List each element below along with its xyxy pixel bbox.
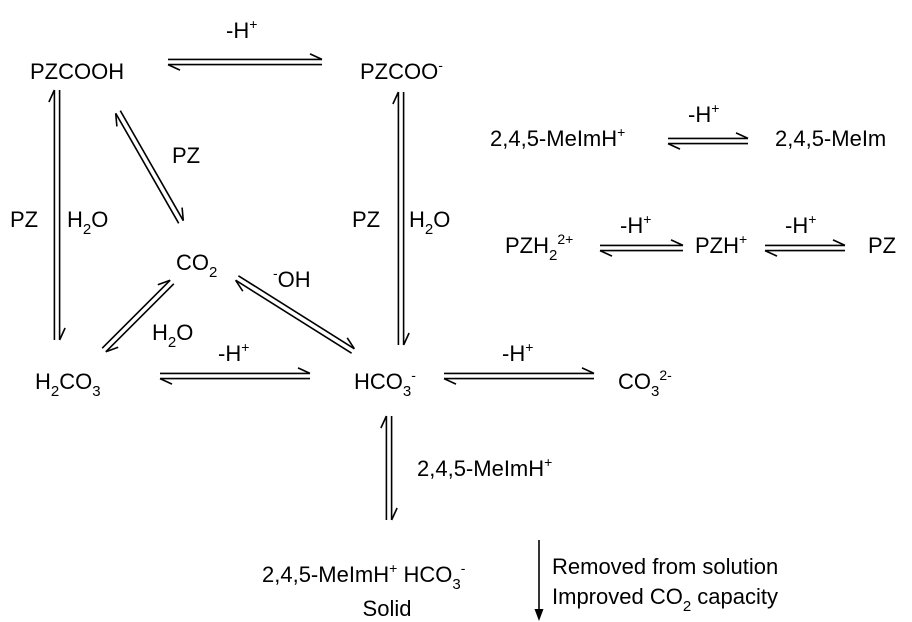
label-minus-h-side2: -H+ <box>620 211 651 238</box>
side-meim-base: 2,4,5-MeIm <box>775 126 886 151</box>
label-pz-left: PZ <box>10 207 38 232</box>
label-minus-h-top: -H+ <box>226 16 257 43</box>
side-pzh: PZH+ <box>695 231 747 258</box>
eq-arrow-pzcooh-pzcoo <box>167 53 323 71</box>
side-pz: PZ <box>868 233 896 258</box>
label-h2o-diagonal: H2O <box>152 320 193 351</box>
species-salt: 2,4,5-MeImH+ HCO3- <box>262 560 466 593</box>
species-hco3: HCO3- <box>354 367 416 400</box>
eq-arrow-meim <box>667 132 749 150</box>
eq-arrow-co2-hco3 <box>234 275 356 354</box>
label-pz-diagonal: PZ <box>172 143 200 168</box>
label-meimh-vertical: 2,4,5-MeImH+ <box>417 454 552 481</box>
species-pzcooh: PZCOOH <box>30 59 124 84</box>
species-co3: CO32- <box>618 367 672 400</box>
label-h2o-right: H2O <box>409 207 450 238</box>
side-meim-acid: 2,4,5-MeImH+ <box>490 124 625 151</box>
eq-arrow-pzcoo-hco3 <box>392 91 410 346</box>
eq-arrow-pzh2-pzh <box>599 239 684 257</box>
arrow-removal-down <box>534 540 544 621</box>
eq-arrow-pzcooh-h2co3 <box>48 89 66 341</box>
label-minus-h-bottom-right: -H+ <box>502 339 533 366</box>
eq-arrow-hco3-salt <box>380 415 398 521</box>
label-oh: -OH <box>273 265 311 292</box>
label-minus-h-bottom-left: -H+ <box>218 339 249 366</box>
species-co2: CO2 <box>176 250 217 281</box>
eq-arrow-pzh-pz <box>764 239 846 257</box>
side-pzh2: PZH22+ <box>505 231 573 264</box>
label-h2o-left: H2O <box>67 207 108 238</box>
species-salt-state: Solid <box>363 596 412 621</box>
label-pz-right: PZ <box>352 207 380 232</box>
eq-arrow-h2co3-hco3 <box>159 367 311 385</box>
species-pzcoo: PZCOO- <box>360 57 443 84</box>
annotation-line1: Removed from solution <box>552 554 778 579</box>
label-minus-h-side3: -H+ <box>785 211 816 238</box>
label-minus-h-side1: -H+ <box>688 100 719 127</box>
species-h2co3: H2CO3 <box>35 369 101 400</box>
eq-arrow-pzcooh-co2 <box>114 110 185 224</box>
eq-arrow-h2co3-co2 <box>101 279 175 353</box>
annotation-line2: Improved CO2 capacity <box>552 584 778 615</box>
eq-arrow-hco3-co3 <box>443 367 595 385</box>
